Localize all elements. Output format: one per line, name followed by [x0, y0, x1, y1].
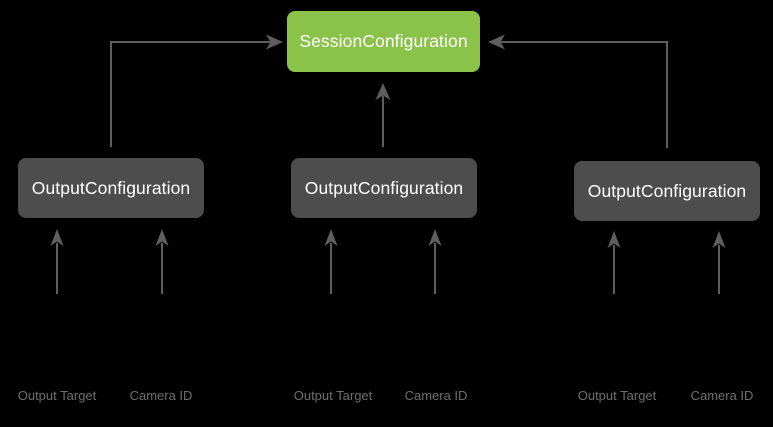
- connector-camera-id-to-output1: [155, 229, 169, 294]
- node-output-configuration-1: OutputConfiguration: [18, 158, 204, 218]
- port-label-output-target-3: Output Target: [577, 388, 657, 403]
- port-arrowhead: [50, 229, 64, 246]
- node-output-configuration-2: OutputConfiguration: [291, 158, 477, 218]
- port-arrowhead: [324, 229, 338, 246]
- connector-output-target-to-output1: [50, 229, 64, 294]
- port-label-output-target-2: Output Target: [293, 388, 373, 403]
- node-output-configuration-3-label: OutputConfiguration: [587, 180, 747, 201]
- port-label-camera-id-2: Camera ID: [404, 388, 468, 403]
- port-arrowhead: [428, 229, 442, 246]
- port-label-output-target-1: Output Target: [17, 388, 97, 403]
- connector-output-target-to-output3: [607, 231, 621, 294]
- port-label-camera-id-1: Camera ID: [129, 388, 193, 403]
- node-session-configuration-label: SessionConfiguration: [299, 31, 468, 51]
- connector-output1-to-session: [110, 34, 283, 147]
- port-label-camera-id-3: Camera ID: [690, 388, 754, 403]
- connector-output3-line: [494, 41, 668, 148]
- port-arrowhead: [607, 231, 621, 248]
- connector-output3-arrowhead: [488, 34, 505, 50]
- node-session-configuration: SessionConfiguration: [287, 11, 480, 72]
- node-output-configuration-1-label: OutputConfiguration: [31, 177, 191, 198]
- node-output-configuration-3: OutputConfiguration: [574, 161, 760, 221]
- connector-camera-id-to-output3: [712, 231, 726, 294]
- connector-camera-id-to-output2: [428, 229, 442, 294]
- connector-output1-arrowhead: [266, 34, 283, 50]
- node-output-configuration-2-label: OutputConfiguration: [304, 177, 464, 198]
- connector-output-target-to-output2: [324, 229, 338, 294]
- connector-output1-line: [110, 41, 277, 147]
- connector-output2-to-session: [375, 83, 391, 147]
- port-arrowhead: [155, 229, 169, 246]
- port-arrowhead: [712, 231, 726, 248]
- connector-output3-to-session: [488, 34, 668, 148]
- connector-output2-arrowhead: [375, 83, 391, 100]
